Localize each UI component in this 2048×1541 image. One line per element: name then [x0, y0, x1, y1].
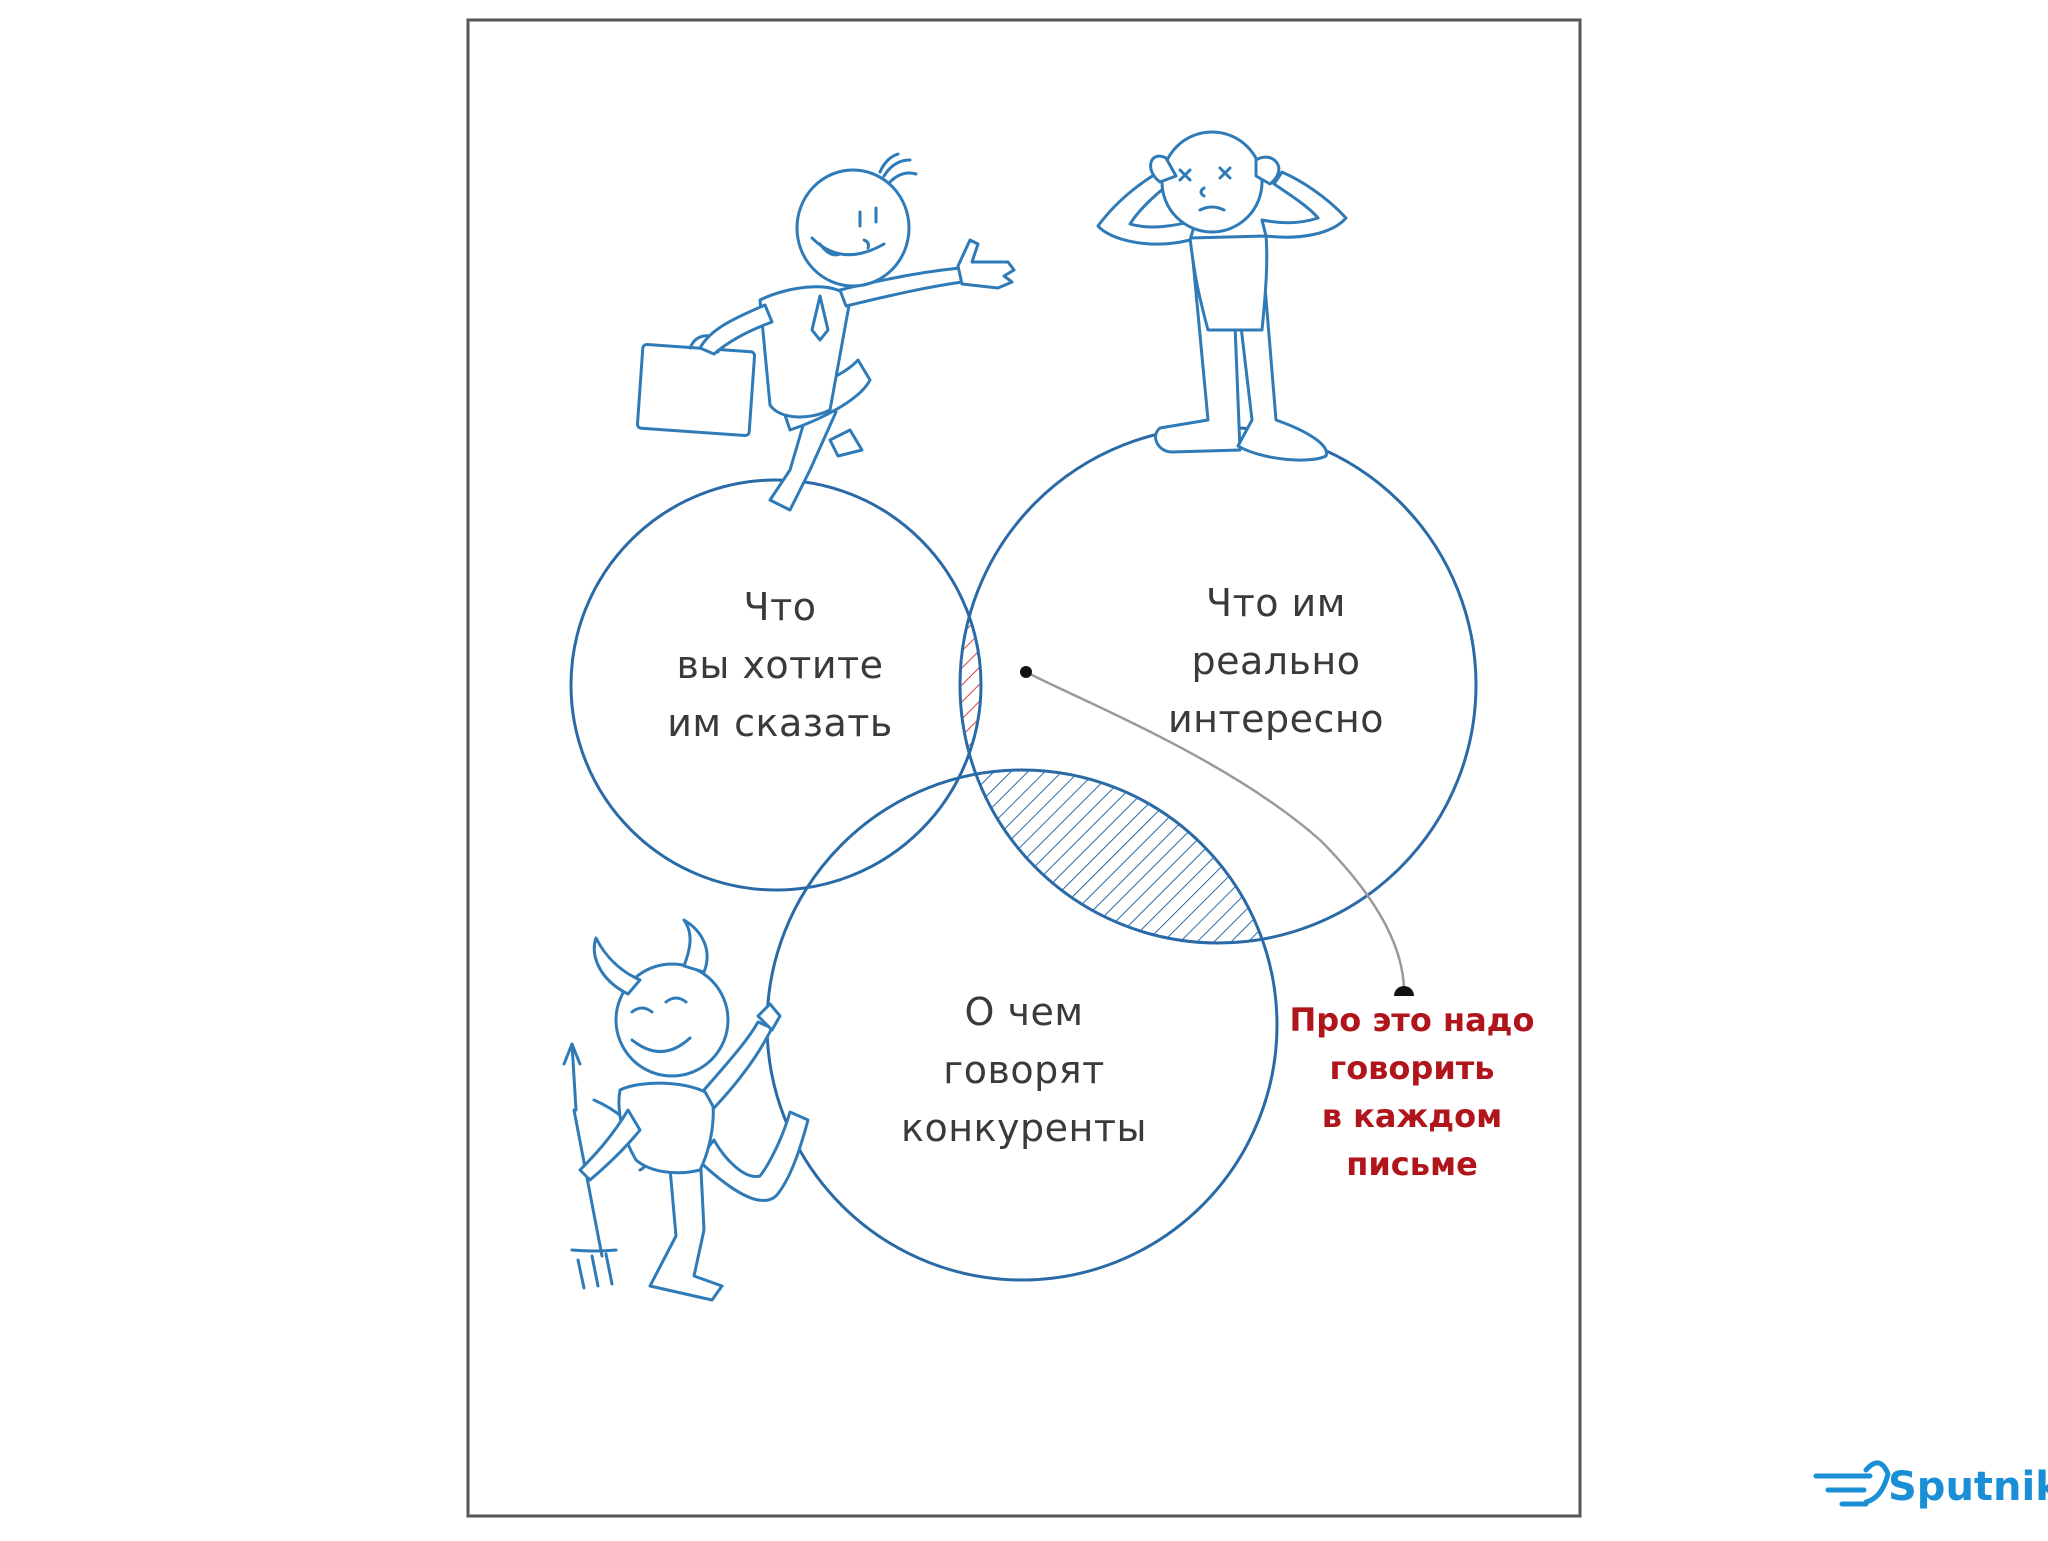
connector-start-dot — [1020, 666, 1032, 678]
confused-figure-illustration — [1096, 130, 1348, 462]
circle-label-want-line2: вы хотите — [676, 643, 883, 687]
businessman-figure-illustration — [635, 152, 1016, 512]
circle-label-competitors-line1: О чем — [965, 990, 1084, 1034]
briefcase-icon — [635, 342, 757, 438]
sputnik-logo-icon — [1813, 1460, 1891, 1507]
circle-label-competitors-line3: конкуренты — [901, 1106, 1147, 1150]
circle-label-interesting-line2: реально — [1191, 639, 1360, 683]
callout-line3: в каждом — [1322, 1097, 1503, 1135]
callout-connector — [1025, 670, 1406, 993]
connector-end-cap — [1394, 986, 1414, 996]
callout-line4: письме — [1346, 1145, 1478, 1183]
sputnik-logo-text: Sputnik — [1888, 1464, 2048, 1510]
circle-label-want-line3: им сказать — [667, 701, 893, 745]
callout-line1: Про это надо — [1290, 1001, 1535, 1039]
sputnik-logo: Sputnik — [1813, 1460, 2048, 1510]
circle-label-interesting-line3: интересно — [1168, 697, 1384, 741]
circle-label-competitors-line2: говорят — [943, 1048, 1104, 1092]
circle-want-to-say — [569, 478, 983, 892]
circle-label-interesting-line1: Что им — [1206, 581, 1346, 625]
slide-frame — [466, 18, 1582, 1518]
circle-label-want-line1: Что — [744, 585, 817, 629]
overlap-interesting-competitors — [960, 770, 1277, 943]
devil-figure-illustration — [562, 918, 810, 1302]
callout-line2: говорить — [1329, 1049, 1494, 1087]
